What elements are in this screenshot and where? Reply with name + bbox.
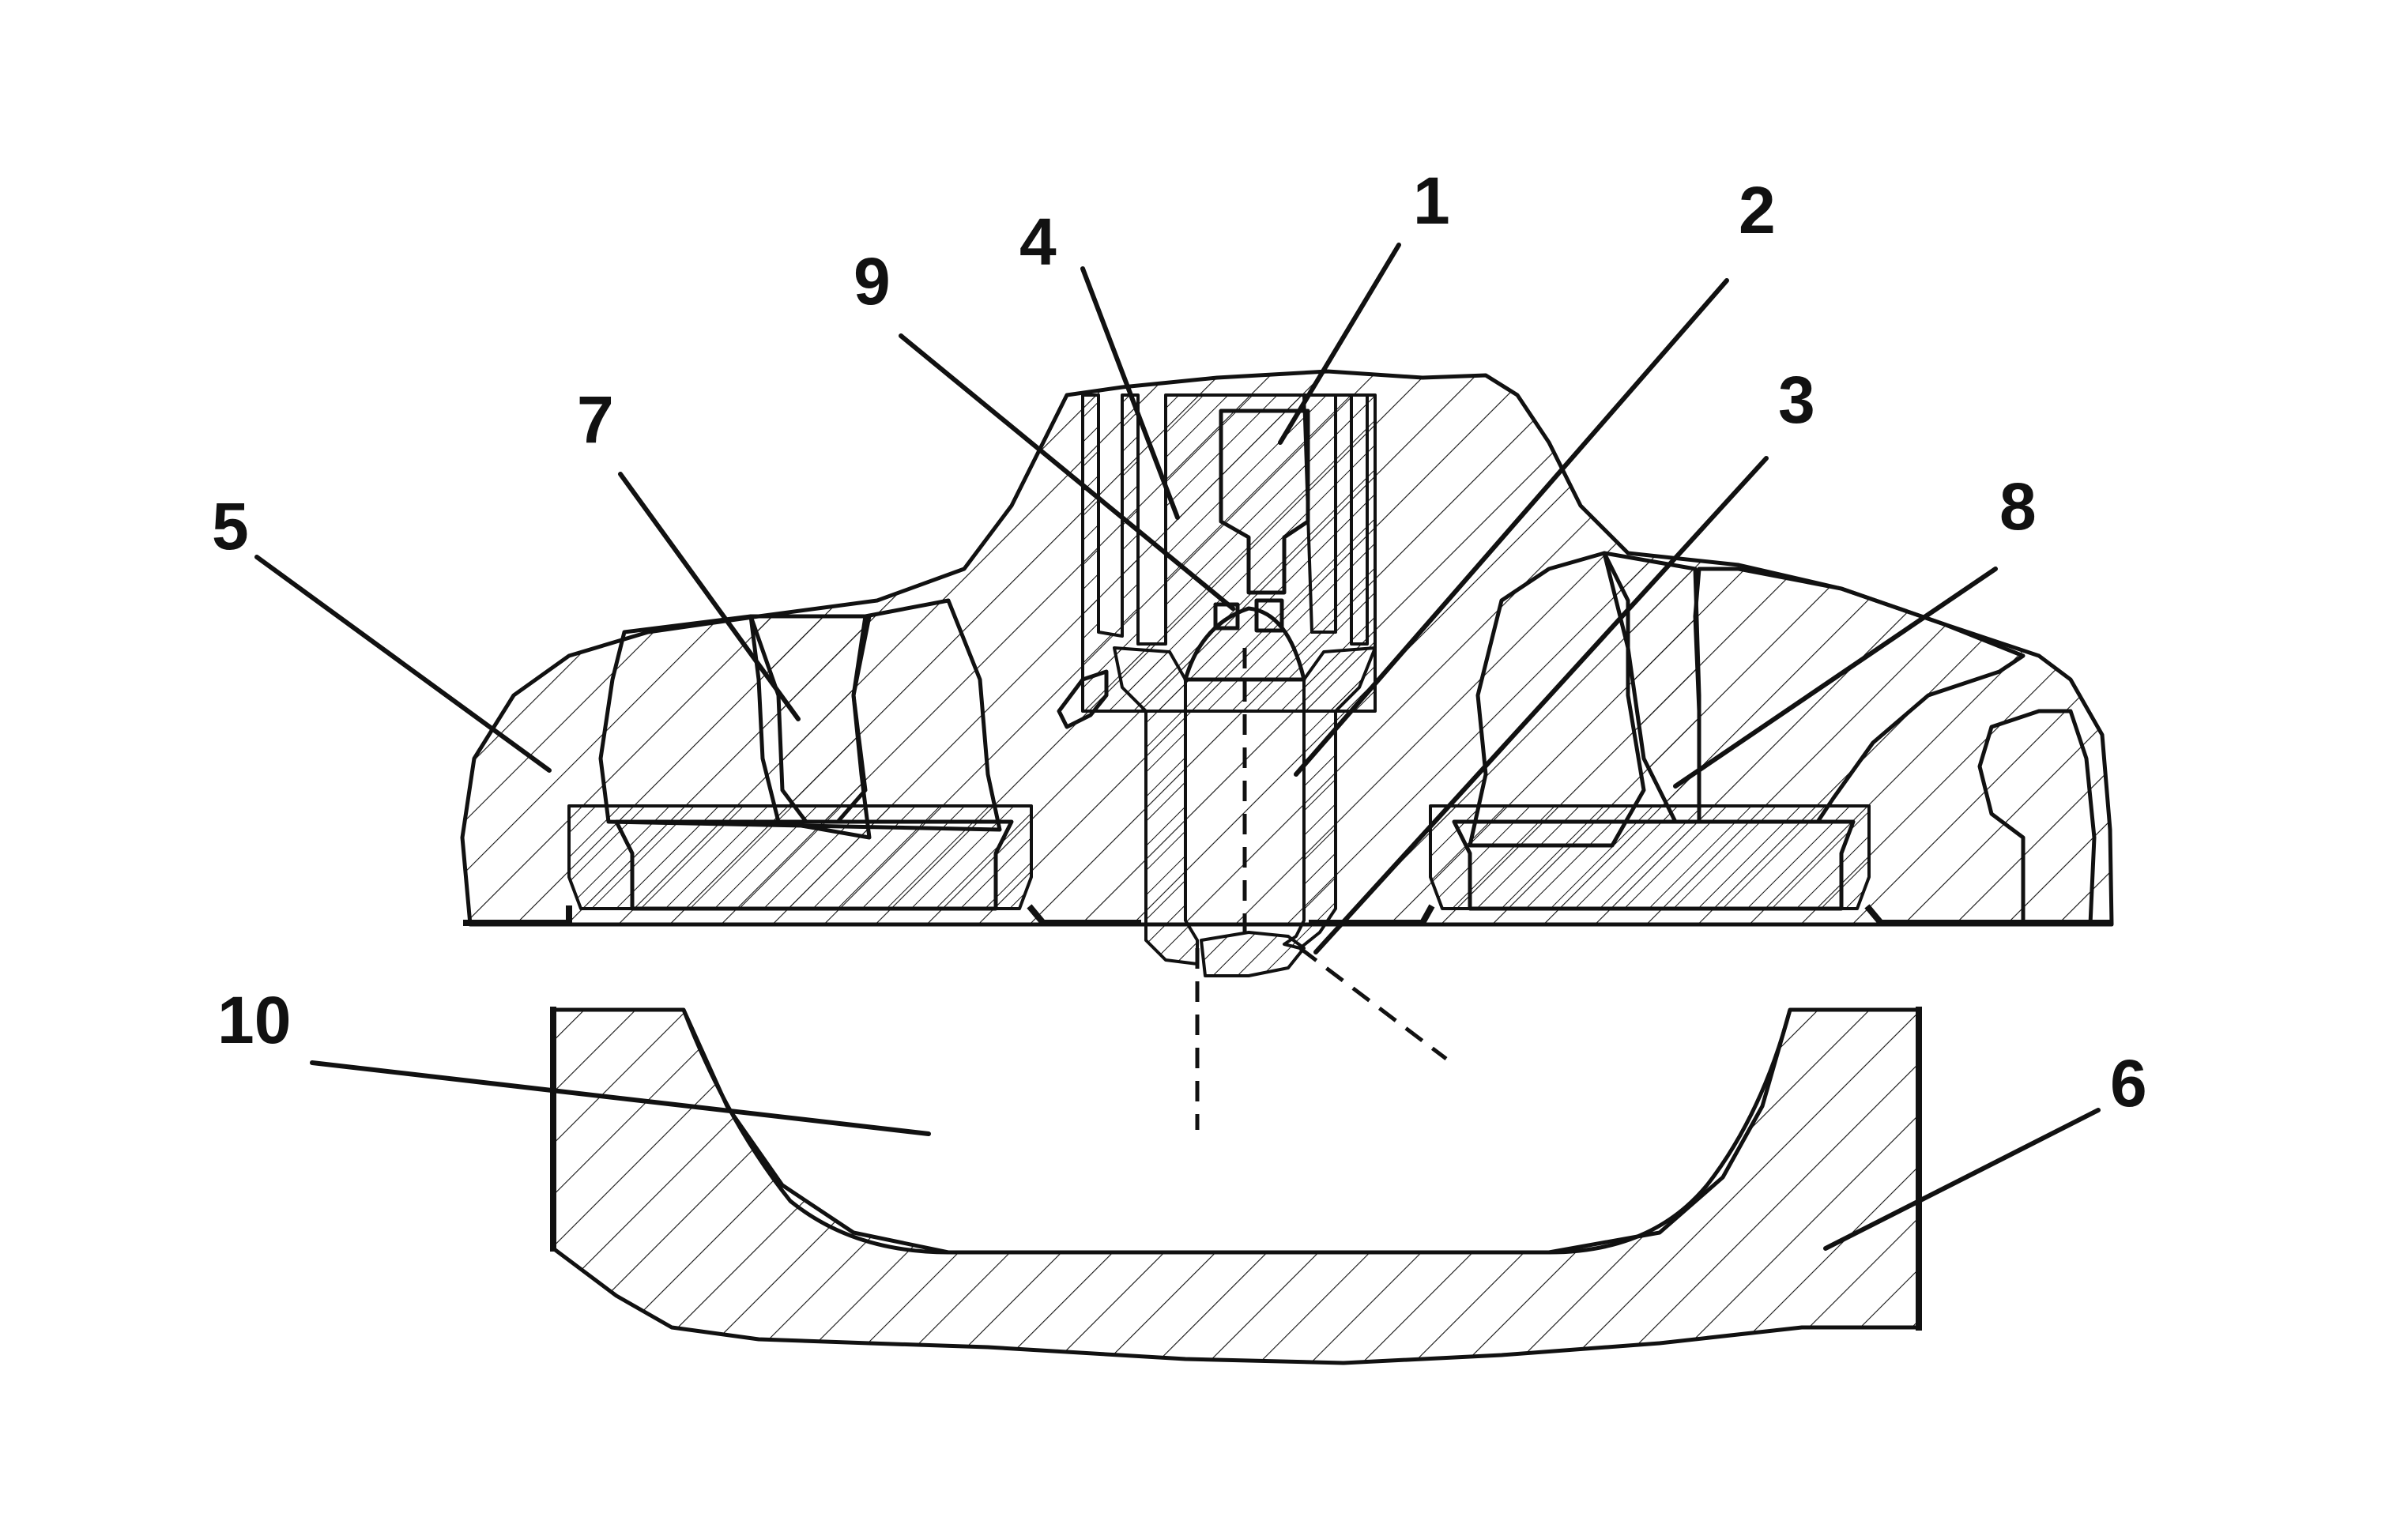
callout-3: 3 (1778, 363, 1815, 437)
spray-axis-oblique (1300, 948, 1446, 1059)
piston-body (553, 1010, 1919, 1363)
piston-bowl (688, 1010, 1790, 1252)
leader-5 (257, 557, 549, 770)
callout-4: 4 (1019, 205, 1057, 279)
piston (553, 1010, 1919, 1363)
callout-2: 2 (1739, 173, 1776, 247)
piston-bowl-edge (684, 1010, 1790, 1252)
callout-10: 10 (217, 983, 291, 1057)
callout-7: 7 (577, 382, 614, 457)
callout-8: 8 (1999, 469, 2037, 544)
callout-5: 5 (212, 489, 249, 563)
callout-6: 6 (2110, 1046, 2147, 1120)
callout-9: 9 (854, 244, 891, 318)
callout-1: 1 (1413, 164, 1450, 238)
nozzle-tip (1201, 932, 1304, 976)
